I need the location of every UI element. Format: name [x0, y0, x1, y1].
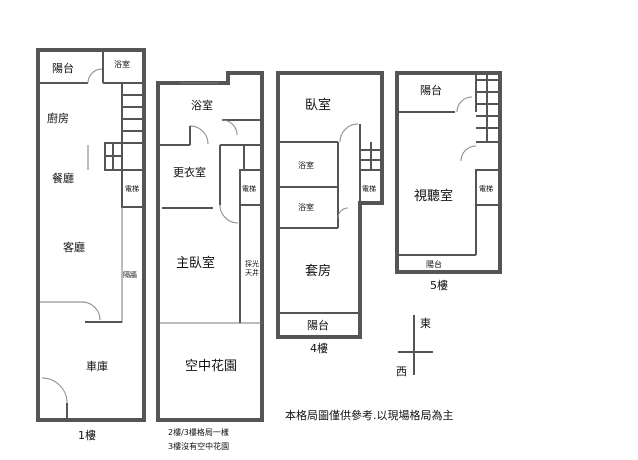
room-label: 浴室 — [298, 202, 314, 212]
room-label: 天井 — [245, 268, 259, 277]
room-label: 車庫 — [86, 359, 108, 373]
floor-label: 5樓 — [430, 278, 448, 292]
room-label: 視聽室 — [414, 188, 453, 204]
stairs — [104, 82, 144, 171]
compass: 東 西 — [396, 315, 433, 378]
room-label: 電梯 — [479, 184, 493, 193]
room-label: 臥室 — [305, 97, 331, 113]
room-label: 客廳 — [63, 240, 85, 254]
floor-label: 1樓 — [78, 428, 96, 442]
room-label: 採光 — [245, 259, 259, 268]
floor-2-plan: 浴室 更衣室 電梯 主臥室 採光 天井 空中花園 2樓/3樓格局一樣 3樓沒有空… — [156, 71, 264, 451]
floor-5-plan: 陽台 視聽室 電梯 陽台 5樓 — [395, 71, 502, 292]
room-label: 更衣室 — [173, 165, 206, 179]
floor-1-plan: 陽台 浴室 廚房 餐廳 電梯 客廳 隔牆 車庫 1樓 — [36, 48, 146, 442]
room-label: 主臥室 — [176, 255, 215, 271]
room-label: 隔牆 — [123, 270, 137, 279]
floor-caption: 2樓/3樓格局一樣 — [168, 427, 229, 437]
disclaimer-text: 本格局圖僅供參考.以現場格局為主 — [285, 408, 454, 422]
room-label: 廚房 — [47, 111, 69, 125]
floor-4-plan: 臥室 浴室 浴室 電梯 套房 陽台 4樓 — [276, 71, 384, 355]
room-label: 餐廳 — [52, 171, 74, 185]
room-label: 電梯 — [362, 184, 376, 193]
compass-east-label: 東 — [420, 317, 431, 330]
floor-caption: 3樓沒有空中花園 — [168, 441, 229, 451]
room-label: 套房 — [305, 263, 331, 279]
room-label: 浴室 — [114, 59, 130, 69]
floor-label: 4樓 — [310, 341, 328, 355]
room-label: 電梯 — [242, 184, 256, 193]
room-label: 陽台 — [307, 318, 329, 332]
room-label: 陽台 — [420, 83, 442, 97]
room-label: 陽台 — [52, 61, 74, 75]
room-label: 浴室 — [298, 160, 314, 170]
room-label: 浴室 — [191, 98, 213, 112]
room-label: 陽台 — [426, 259, 442, 269]
room-label: 空中花園 — [185, 358, 237, 374]
compass-west-label: 西 — [396, 365, 407, 378]
room-label: 電梯 — [125, 184, 139, 193]
